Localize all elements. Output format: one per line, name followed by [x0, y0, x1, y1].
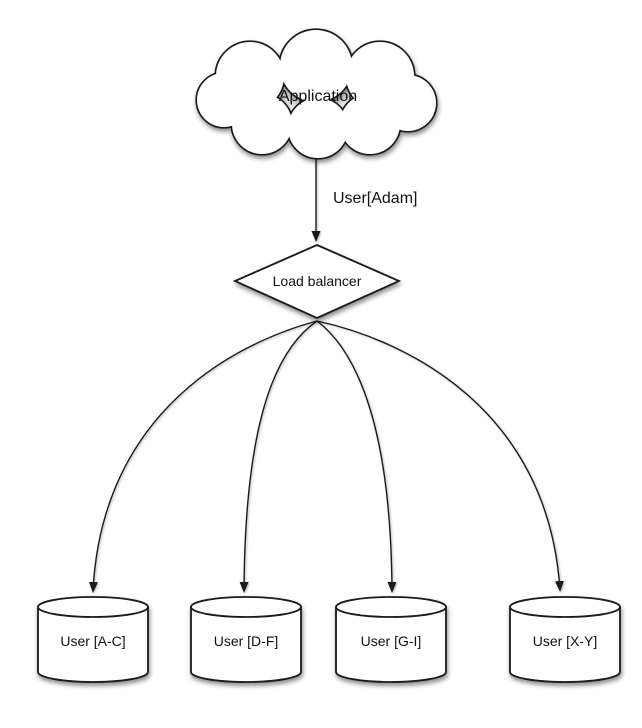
- cylinder-top: [509, 596, 621, 618]
- shard-gi-label: User [G-I]: [361, 633, 422, 649]
- shard-xy-label: User [X-Y]: [533, 633, 598, 649]
- lb-to-shard-xy-arrow: [316, 320, 564, 592]
- cylinder-shape: [335, 607, 447, 683]
- cylinder-top: [37, 596, 149, 618]
- edge-label-user-adam: User[Adam]: [333, 190, 417, 207]
- shard-ac-node: User [A-C]: [37, 596, 149, 683]
- shard-ac-label: User [A-C]: [60, 633, 125, 649]
- shard-df-label: User [D-F]: [214, 633, 279, 649]
- load-balancer-node: Load balancer: [232, 244, 402, 319]
- shard-df-node: User [D-F]: [190, 596, 302, 683]
- lb-to-shard-df-arrow: [239, 320, 318, 593]
- lb-to-shard-ac-arrow: [88, 320, 318, 593]
- cylinder-top: [190, 596, 302, 618]
- cylinder-shape: [37, 607, 149, 683]
- shard-xy-node: User [X-Y]: [509, 596, 621, 683]
- lb-to-shard-gi-arrow: [316, 320, 397, 593]
- cylinder-top: [335, 596, 447, 618]
- edges-group: [88, 150, 564, 593]
- load-balancer-label: Load balancer: [273, 273, 362, 289]
- application-node: Application: [195, 28, 438, 160]
- application-label: Application: [279, 88, 357, 105]
- shard-gi-node: User [G-I]: [335, 596, 447, 683]
- diamond-shape: [232, 244, 402, 319]
- cylinder-shape: [509, 607, 621, 683]
- cloud-shape: [195, 28, 438, 160]
- cylinder-shape: [190, 607, 302, 683]
